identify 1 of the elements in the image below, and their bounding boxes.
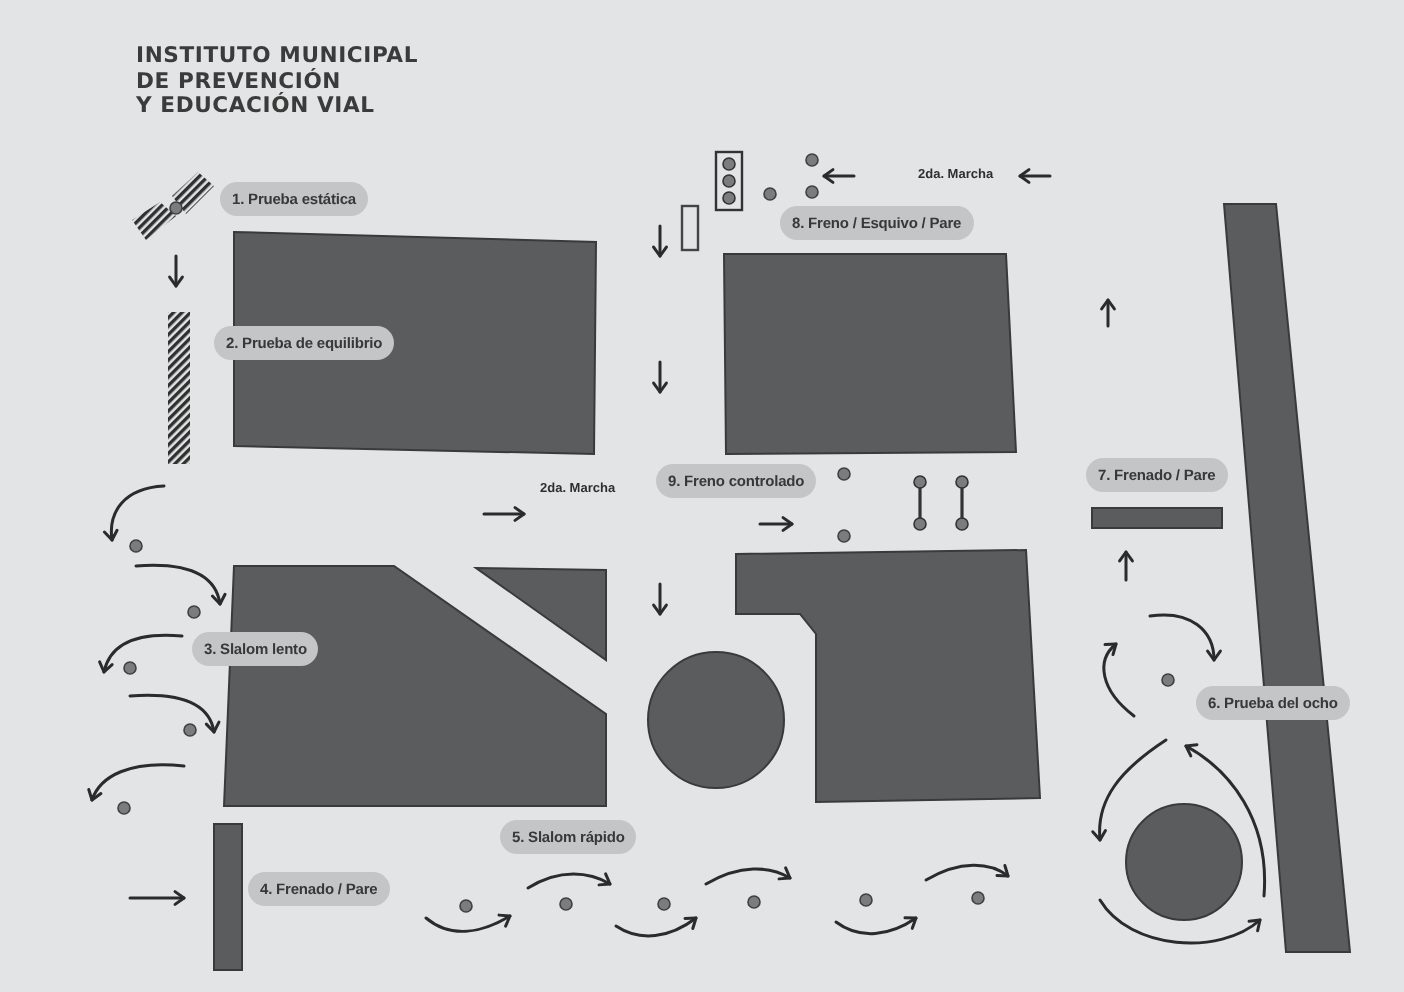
institute-title: INSTITUTO MUNICIPAL DE PREVENCIÓN Y EDUCACIÓN VIAL (136, 44, 419, 119)
